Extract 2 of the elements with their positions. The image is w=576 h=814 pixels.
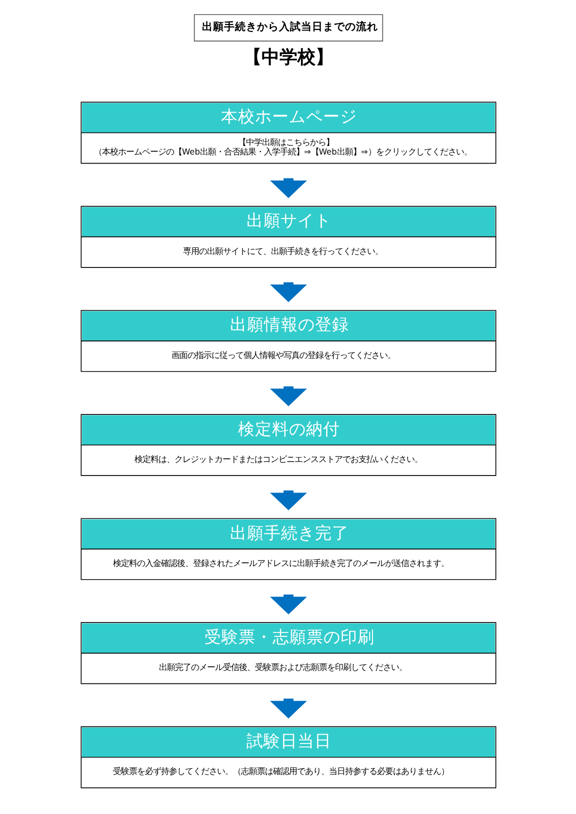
label: 【中学校】 [242, 47, 333, 68]
diagram-title: 出願手続きから入試当日までの流れ [201, 20, 378, 33]
